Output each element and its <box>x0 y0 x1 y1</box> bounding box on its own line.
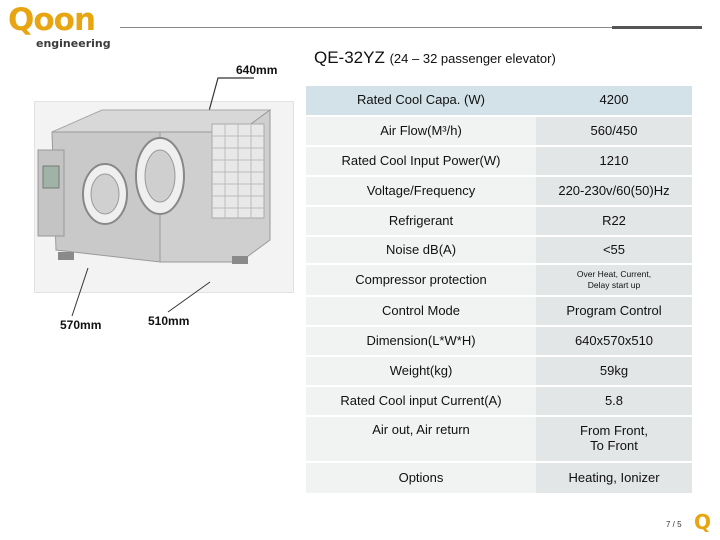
air-conditioner-unit <box>37 109 272 264</box>
spec-value: 560/450 <box>536 116 692 147</box>
table-row: Air out, Air return From Front, To Front <box>306 416 692 463</box>
spec-value-line: Over Heat, Current, <box>576 268 652 279</box>
spec-label: Rated Cool input Current(A) <box>306 386 536 417</box>
spec-value-line: From Front, <box>580 423 648 439</box>
width-leader-line <box>205 77 254 123</box>
spec-label: Voltage/Frequency <box>306 176 536 207</box>
table-row: Rated Cool Input Power(W) 1210 <box>306 146 692 177</box>
table-row: Noise dB(A) <55 <box>306 236 692 265</box>
header-divider-accent <box>612 26 702 29</box>
spec-value-line: Delay start up <box>587 280 641 290</box>
company-logo: Qoon engineering <box>8 2 118 50</box>
table-row: Rated Cool Capa. (W) 4200 <box>306 86 692 117</box>
table-row: Rated Cool input Current(A) 5.8 <box>306 386 692 417</box>
spec-value: Over Heat, Current, Delay start up <box>536 264 692 297</box>
spec-label: Compressor protection <box>306 264 536 297</box>
page-number: 7 / 5 <box>666 520 682 529</box>
spec-label: Dimension(L*W*H) <box>306 326 536 357</box>
spec-value: Program Control <box>536 296 692 327</box>
spec-value: 1210 <box>536 146 692 177</box>
spec-table: Rated Cool Capa. (W) 4200 Air Flow(M³/h)… <box>306 86 692 495</box>
header-divider <box>120 27 692 28</box>
spec-label: Noise dB(A) <box>306 236 536 265</box>
spec-value: 59kg <box>536 356 692 387</box>
spec-value: 640x570x510 <box>536 326 692 357</box>
spec-value: Heating, Ionizer <box>536 462 692 495</box>
dimension-depth-label: 570mm <box>60 318 102 332</box>
product-illustration <box>37 77 272 317</box>
table-row: Options Heating, Ionizer <box>306 462 692 495</box>
dimension-width-label: 640mm <box>236 63 278 77</box>
table-row: Control Mode Program Control <box>306 296 692 327</box>
depth-leader-line <box>71 267 89 317</box>
spec-value: 4200 <box>536 86 692 117</box>
table-row: Compressor protection Over Heat, Current… <box>306 264 692 297</box>
spec-label: Control Mode <box>306 296 536 327</box>
height-leader-line <box>167 281 211 313</box>
logo-tagline: engineering <box>36 37 111 50</box>
table-row: Air Flow(M³/h) 560/450 <box>306 116 692 147</box>
spec-value: 220-230v/60(50)Hz <box>536 176 692 207</box>
spec-value: R22 <box>536 206 692 237</box>
spec-label: Refrigerant <box>306 206 536 237</box>
spec-label: Rated Cool Input Power(W) <box>306 146 536 177</box>
spec-label: Weight(kg) <box>306 356 536 387</box>
spec-value: <55 <box>536 236 692 265</box>
page-title: QE-32YZ (24 – 32 passenger elevator) <box>314 48 556 68</box>
spec-label: Air Flow(M³/h) <box>306 116 536 147</box>
table-row: Refrigerant R22 <box>306 206 692 237</box>
logo-wordmark: Qoon <box>8 2 96 38</box>
spec-label: Air out, Air return <box>306 416 536 463</box>
table-row: Dimension(L*W*H) 640x570x510 <box>306 326 692 357</box>
dimension-height-label: 510mm <box>148 314 190 328</box>
spec-label: Options <box>306 462 536 495</box>
brand-q-icon: Q <box>694 510 712 534</box>
spec-label: Rated Cool Capa. (W) <box>306 86 536 117</box>
table-row: Voltage/Frequency 220-230v/60(50)Hz <box>306 176 692 207</box>
spec-value: 5.8 <box>536 386 692 417</box>
model-subtitle: (24 – 32 passenger elevator) <box>389 51 556 66</box>
model-name: QE-32YZ <box>314 48 385 67</box>
spec-value: From Front, To Front <box>536 416 692 463</box>
spec-value-line: To Front <box>590 438 638 453</box>
table-row: Weight(kg) 59kg <box>306 356 692 387</box>
